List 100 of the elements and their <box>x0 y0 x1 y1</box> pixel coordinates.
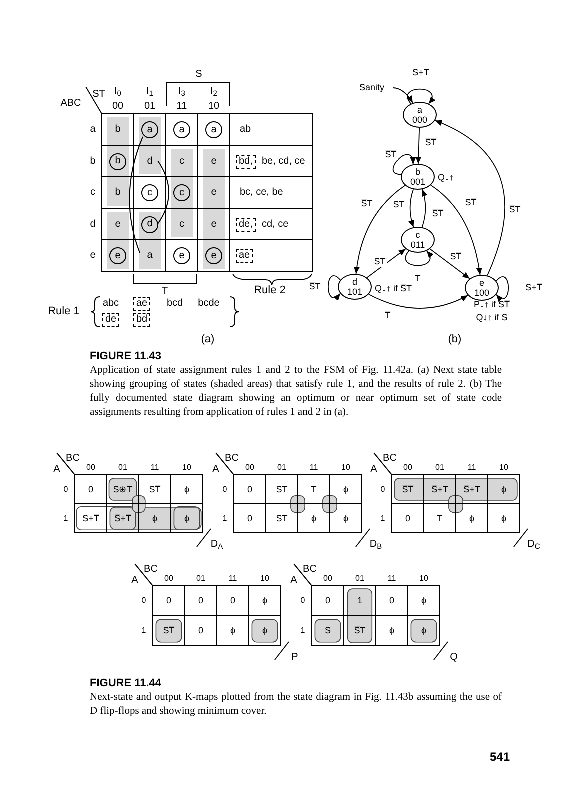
adjacency-pairs: bc, ce, be <box>240 188 284 198</box>
output-note: Q↓↑ if S <box>476 314 508 322</box>
arrow <box>368 294 469 309</box>
state-group: bcd <box>166 299 184 309</box>
map-index: 1 <box>380 514 386 522</box>
map-entry: ϕ <box>184 485 190 494</box>
map-entry: 0 <box>406 514 410 523</box>
map-index: 1 <box>300 627 306 635</box>
map-entry: S̅T <box>354 626 366 636</box>
map-entry: 0 <box>390 596 394 606</box>
state-name: a <box>417 105 422 115</box>
map-index: 00 <box>246 464 254 472</box>
edge-label: S̅T <box>508 204 522 216</box>
circled-entry: b <box>110 153 126 170</box>
map-entry: ϕ <box>389 626 395 636</box>
next-state-entry: a <box>147 251 153 261</box>
map-name: Q <box>450 653 458 663</box>
map-entry: ϕ <box>343 485 349 494</box>
map-entry: ϕ <box>501 485 507 494</box>
map-index: 00 <box>86 464 96 472</box>
row-label: b <box>90 156 96 166</box>
map-entry: S̅+T <box>464 485 480 494</box>
map-index: 10 <box>182 464 192 472</box>
edge-label: S̅T̅ <box>384 150 398 160</box>
state-name: d <box>352 277 358 287</box>
map-index: 00 <box>164 575 174 583</box>
axis-label: ST <box>92 90 106 100</box>
adjacency-pairs: ab <box>240 125 252 135</box>
map-entry: ϕ <box>230 626 236 636</box>
row-label: a <box>90 125 96 135</box>
map-entry: ϕ <box>469 514 475 523</box>
state-code: 011 <box>410 240 426 250</box>
variable-label: BC <box>225 454 239 464</box>
output-note: Q↓↑ if S̅T <box>375 284 412 294</box>
state-group: bcde <box>198 299 220 309</box>
state-ellipse <box>401 227 435 253</box>
arrow <box>408 189 414 228</box>
next-state-entry: e <box>211 156 217 166</box>
map-index: 0 <box>142 597 146 605</box>
map-index: 10 <box>500 464 508 472</box>
arrow <box>430 248 470 280</box>
map-entry: 0 <box>248 485 252 494</box>
arrow <box>407 88 436 104</box>
map-name: D$_{C}$ <box>528 540 540 550</box>
map-entry: 0 <box>198 596 204 606</box>
state-ellipse <box>338 274 372 300</box>
state-ellipse <box>401 164 435 190</box>
column-header: I$_{1}$ <box>146 87 154 97</box>
map-name: D$_{B}$ <box>370 540 382 550</box>
map-entry: T <box>311 485 317 494</box>
circled-entry: a <box>206 122 222 138</box>
caption-text: Application of state assignment rules 1 and 2 to the FSM of Fig. 11.42a. (a) Next state table showing grouping of states (shaded areas) that satisfy rule 1, and the results of rule 2. (b) The fully documented state diagram showing an optimum or near optimum set of state code assignments resulting from application of rules 1 and 2 in (a). <box>90 364 502 420</box>
arrow <box>496 276 510 302</box>
map-index: 0 <box>380 486 386 494</box>
column-header: 10 <box>208 102 220 112</box>
source-label: Sanity <box>360 84 384 92</box>
state-code: 100 <box>474 288 490 298</box>
map-index: 01 <box>196 575 206 583</box>
state-ellipse <box>403 102 437 128</box>
variable-label: A <box>370 465 378 475</box>
circled-entry: e <box>174 248 190 264</box>
arrow <box>434 120 506 276</box>
adjacency-pairs: cd, ce <box>262 220 289 230</box>
axis-label: S <box>196 70 202 80</box>
variable-label: A <box>212 465 220 475</box>
panel-label: (a) <box>201 334 215 346</box>
edge-label: S̅T̅ <box>431 208 445 220</box>
row-label: c <box>90 188 96 198</box>
edge-label: ST̅ <box>449 252 463 262</box>
map-index: 1 <box>142 627 146 635</box>
output-note: Q↓↑ <box>438 174 454 182</box>
map-entry: ϕ <box>184 514 190 523</box>
map-index: 01 <box>436 464 444 472</box>
caption-text: Next-state and output K-maps plotted from the state diagram in Fig. 11.43b assuming the use of D flip-flops and showing minimum cover. <box>90 691 502 719</box>
arrow <box>328 276 341 301</box>
variable-label: A <box>54 465 60 475</box>
column-header: 11 <box>176 102 188 112</box>
variable-label: BC <box>303 565 317 575</box>
map-name: P <box>292 653 298 663</box>
adjacency-pairs: be, cd, ce <box>262 156 306 166</box>
column-header: 00 <box>112 102 124 112</box>
map-entry: ϕ <box>152 514 158 523</box>
column-header: I$_{0}$ <box>114 87 122 97</box>
rule-label: Rule 2 <box>254 286 286 296</box>
map-index: 00 <box>404 464 412 472</box>
state-name: e <box>479 278 484 288</box>
map-index: 01 <box>356 575 364 583</box>
panel-label: (b) <box>448 334 462 346</box>
map-index: 11 <box>310 464 318 472</box>
edge-label: S+T̅ <box>524 282 544 294</box>
map-index: 11 <box>468 464 476 472</box>
row-label: e <box>90 251 96 261</box>
map-name: D$_{A}$ <box>210 540 224 550</box>
row-label: d <box>90 220 96 230</box>
map-entry: T <box>437 514 443 523</box>
map-index: 01 <box>118 464 128 472</box>
map-entry: ϕ <box>421 596 427 606</box>
map-entry: ϕ <box>343 514 349 523</box>
edge-label: S̅T̅ <box>424 138 438 148</box>
map-index: 00 <box>324 575 332 583</box>
